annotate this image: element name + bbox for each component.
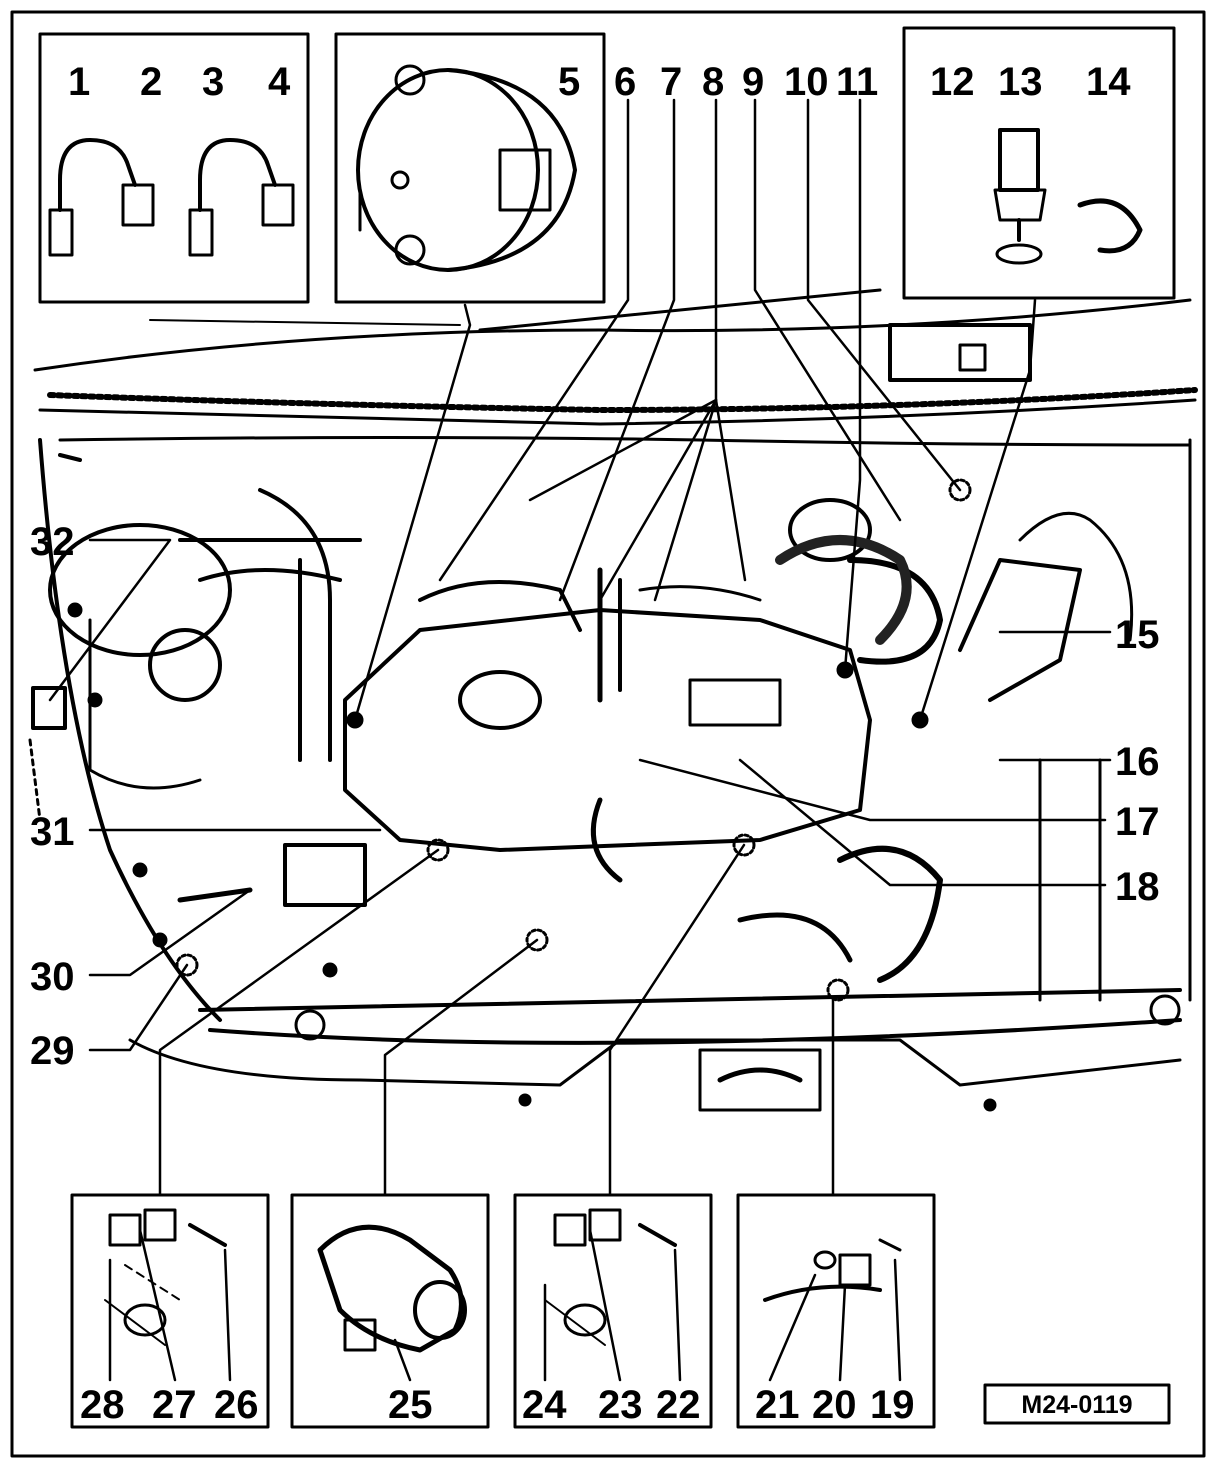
callout-30: 30 xyxy=(30,955,75,999)
callout-24: 24 xyxy=(522,1383,567,1427)
callout-28: 28 xyxy=(80,1383,125,1427)
callout-29: 29 xyxy=(30,1029,75,1073)
callout-25: 25 xyxy=(388,1383,433,1427)
callout-3: 3 xyxy=(202,60,224,104)
callout-20: 20 xyxy=(812,1383,857,1427)
callout-32: 32 xyxy=(30,520,75,564)
figure-code-box xyxy=(983,1383,1171,1425)
callout-21: 21 xyxy=(755,1383,800,1427)
callout-9: 9 xyxy=(742,60,764,104)
callout-19: 19 xyxy=(870,1383,915,1427)
callout-10: 10 xyxy=(784,60,829,104)
callout-26: 26 xyxy=(214,1383,259,1427)
callout-12: 12 xyxy=(930,60,975,104)
callout-4: 4 xyxy=(268,60,291,104)
figure-code: M24-0119 xyxy=(1021,1391,1132,1419)
outer-frame xyxy=(10,10,1206,1458)
inset-oxygen-sensors xyxy=(38,32,310,304)
callout-18: 18 xyxy=(1115,865,1160,909)
callout-14: 14 xyxy=(1086,60,1131,104)
inset-secondary-air-pump xyxy=(290,1193,490,1429)
callout-11: 11 xyxy=(836,60,878,104)
callout-labels: 1 2 3 4 5 6 7 8 9 10 11 12 13 14 15 16 1… xyxy=(30,60,1160,1427)
callout-17: 17 xyxy=(1115,800,1160,844)
callout-15: 15 xyxy=(1115,613,1160,657)
callout-27: 27 xyxy=(152,1383,197,1427)
callout-2: 2 xyxy=(140,60,162,104)
callout-1: 1 xyxy=(68,60,90,104)
engine-bay-drawing xyxy=(28,288,1198,1112)
callout-6: 6 xyxy=(614,60,636,104)
inset-bracket-right xyxy=(513,1193,713,1429)
inset-temperature-sender xyxy=(902,26,1176,300)
callout-16: 16 xyxy=(1115,740,1160,784)
inset-bracket-left xyxy=(70,1193,270,1429)
callout-22: 22 xyxy=(656,1383,701,1427)
callout-31: 31 xyxy=(30,810,75,854)
leader-lines xyxy=(48,98,1112,1197)
inset-valve xyxy=(736,1193,936,1429)
callout-13: 13 xyxy=(998,60,1043,104)
callout-8: 8 xyxy=(702,60,724,104)
callout-23: 23 xyxy=(598,1383,643,1427)
callout-5: 5 xyxy=(558,60,580,104)
callout-7: 7 xyxy=(660,60,682,104)
inset-air-pump-motor xyxy=(334,32,606,304)
